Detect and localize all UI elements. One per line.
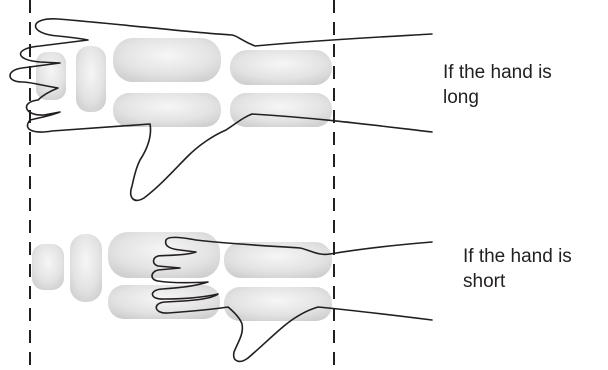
short-hand-group <box>32 232 432 361</box>
short-hand-label-line1: If the hand is <box>463 244 572 269</box>
short-hand-blocks <box>32 232 332 321</box>
long-hand-group <box>10 19 432 201</box>
short-hand-label: If the hand is short <box>463 244 572 294</box>
block <box>36 52 66 100</box>
long-hand-blocks <box>36 38 332 127</box>
block <box>70 234 102 302</box>
long-hand-label: If the hand is long <box>443 60 552 110</box>
short-hand-label-line2: short <box>463 269 572 294</box>
block <box>113 93 221 127</box>
block <box>230 93 332 127</box>
block <box>224 287 332 321</box>
long-hand-label-line2: long <box>443 85 552 110</box>
block <box>76 46 106 112</box>
long-hand-label-line1: If the hand is <box>443 60 552 85</box>
block <box>32 244 64 290</box>
block <box>113 38 221 82</box>
block <box>230 50 332 85</box>
